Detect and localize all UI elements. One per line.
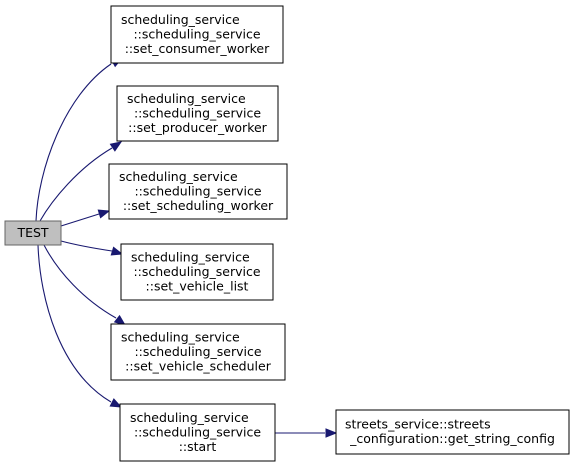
node-label-line: scheduling_service (119, 169, 238, 184)
node-label-line: ::set_consumer_worker (125, 41, 270, 56)
node-label-line: scheduling_service (127, 91, 246, 106)
node-box[interactable] (110, 323, 286, 381)
node-label-line: ::set_producer_worker (128, 120, 268, 135)
arrowhead-icon (97, 209, 111, 219)
node-label-line: ::scheduling_service (133, 26, 260, 41)
node-start[interactable]: scheduling_service::scheduling_service::… (119, 403, 276, 462)
node-box[interactable] (4, 220, 62, 246)
edge-line (60, 240, 113, 252)
node-set_consumer_worker[interactable]: scheduling_service::scheduling_service::… (110, 5, 284, 64)
node-set_vehicle_scheduler[interactable]: scheduling_service::scheduling_service::… (110, 323, 286, 381)
node-box[interactable] (335, 409, 570, 455)
node-box[interactable] (120, 243, 274, 301)
node-get_string_config[interactable]: streets_service::streets_configuration::… (335, 409, 570, 455)
edge-line (37, 244, 112, 403)
node-box[interactable] (119, 403, 276, 462)
node-set_scheduling_worker[interactable]: scheduling_service::scheduling_service::… (108, 163, 288, 220)
node-label-line: ::scheduling_service (134, 183, 261, 198)
node-label-line: ::scheduling_service (134, 344, 261, 359)
node-label-line: streets_service::streets (345, 417, 491, 432)
arrowhead-icon (325, 428, 338, 438)
node-label-line: ::set_vehicle_scheduler (125, 358, 272, 373)
arrowhead-icon (109, 398, 123, 408)
node-set_producer_worker[interactable]: scheduling_service::scheduling_service::… (116, 85, 279, 142)
edge-test-to-set_vehicle_scheduler (43, 244, 127, 326)
edge-line (60, 213, 100, 227)
node-label-line: scheduling_service (121, 12, 240, 27)
node-label-line: ::set_vehicle_list (146, 278, 249, 293)
node-box[interactable] (108, 163, 288, 220)
node-label-line: ::scheduling_service (134, 105, 261, 120)
node-label-line: _configuration::get_string_config (349, 431, 555, 446)
node-set_vehicle_list[interactable]: scheduling_service::scheduling_service::… (120, 243, 274, 301)
node-label-line: ::set_scheduling_worker (123, 198, 274, 213)
arrowhead-icon (109, 141, 123, 152)
node-box[interactable] (116, 85, 279, 142)
node-box[interactable] (110, 5, 284, 64)
edge-test-to-set_scheduling_worker (60, 209, 111, 227)
edge-line (35, 63, 112, 222)
node-label-line: ::scheduling_service (133, 264, 260, 279)
arrowhead-icon (110, 246, 124, 256)
edge-test-to-start (37, 244, 123, 408)
node-label-line: scheduling_service (131, 249, 250, 264)
node-label-line: TEST (16, 225, 48, 240)
edge-test-to-set_vehicle_list (60, 240, 124, 256)
node-label-line: scheduling_service (130, 410, 249, 425)
edge-start-to-get_string_config (274, 428, 338, 438)
edge-test-to-set_producer_worker (39, 141, 123, 222)
node-label-line: ::start (179, 439, 217, 454)
edges-layer (35, 57, 338, 438)
nodes-layer: TESTscheduling_service::scheduling_servi… (4, 5, 570, 462)
edge-line (43, 244, 117, 319)
node-label-line: scheduling_service (121, 329, 240, 344)
node-test[interactable]: TEST (4, 220, 62, 246)
node-label-line: ::scheduling_service (134, 424, 261, 439)
edge-line (39, 147, 113, 222)
